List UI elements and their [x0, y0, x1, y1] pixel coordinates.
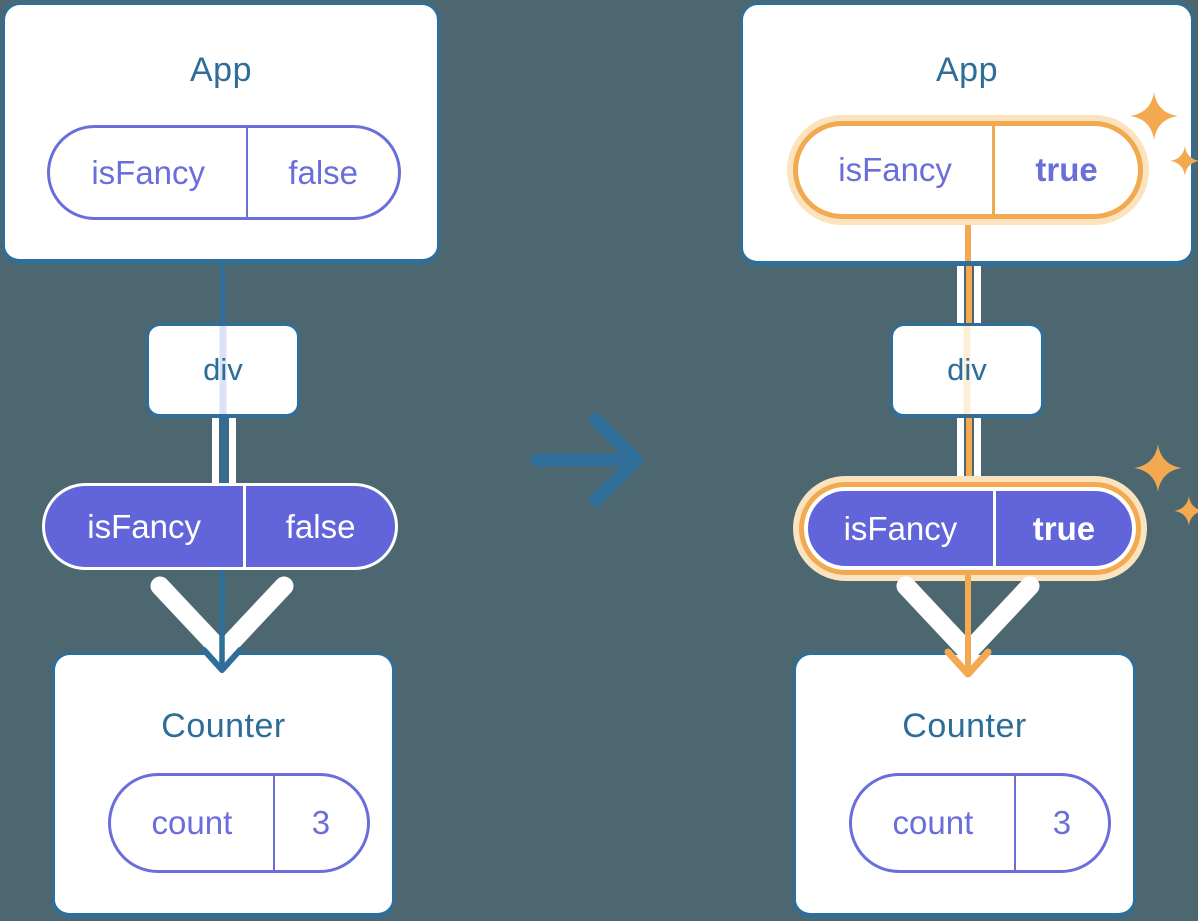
transition-right-arrow-icon [530, 413, 643, 507]
left-app-title: App [190, 51, 252, 89]
left-passed-prop-name: isFancy [45, 486, 247, 567]
right-connector1-white-right [974, 264, 981, 325]
left-passed-prop-pill: isFancy false [42, 483, 398, 570]
right-connector2-center-line [966, 416, 972, 478]
right-connector2-white-left [957, 416, 964, 478]
right-app-prop-value: true [1035, 151, 1098, 188]
right-passed-prop-value: true [1032, 509, 1096, 547]
left-connector-white-right [229, 417, 236, 485]
pill-sparkle-icon [1134, 444, 1198, 526]
right-counter-card: Counter count 3 [793, 652, 1136, 918]
left-app-prop-name: isFancy [50, 128, 249, 217]
left-prop-flow-stripe [219, 326, 227, 414]
left-connector-white-left [212, 417, 219, 485]
right-app-prop-name: isFancy [798, 126, 996, 214]
left-counter-title: Counter [161, 707, 286, 745]
right-app-internal-connector [965, 223, 971, 261]
right-connector1-white-left [957, 264, 964, 325]
left-app-prop-value: false [288, 153, 359, 191]
left-connector-center-line [221, 417, 227, 485]
right-passed-prop-name: isFancy [808, 491, 996, 566]
left-counter-card: Counter count 3 [52, 652, 395, 918]
right-counter-title: Counter [902, 707, 1027, 745]
right-app-card: App isFancy true [740, 2, 1194, 266]
left-div-label: div [203, 352, 243, 387]
right-pass-down-arrow-icon [896, 570, 1040, 678]
left-counter-state-pill: count 3 [108, 773, 370, 873]
right-prop-flow-stripe [963, 326, 971, 414]
right-app-prop-pill: isFancy true [793, 121, 1143, 219]
left-app-card: App isFancy false [2, 2, 440, 264]
left-app-prop-pill: isFancy false [47, 125, 401, 220]
right-div-node: div [890, 323, 1044, 418]
left-counter-state-value: 3 [311, 804, 331, 841]
app-sparkle-icon [1130, 92, 1198, 176]
right-app-title: App [936, 51, 998, 89]
right-counter-state-name: count [852, 776, 1016, 870]
left-counter-state-name: count [111, 776, 275, 870]
right-connector1-center-line [966, 264, 972, 325]
right-counter-state-value: 3 [1052, 804, 1072, 841]
right-passed-prop-pill: isFancy true [804, 487, 1136, 570]
right-counter-state-pill: count 3 [849, 773, 1111, 873]
left-div-node: div [146, 323, 300, 418]
right-connector2-white-right [974, 416, 981, 478]
left-app-to-div-connector [220, 263, 225, 325]
right-div-label: div [947, 352, 987, 387]
left-passed-prop-value: false [285, 507, 356, 545]
left-pass-down-arrow-icon [150, 570, 294, 673]
